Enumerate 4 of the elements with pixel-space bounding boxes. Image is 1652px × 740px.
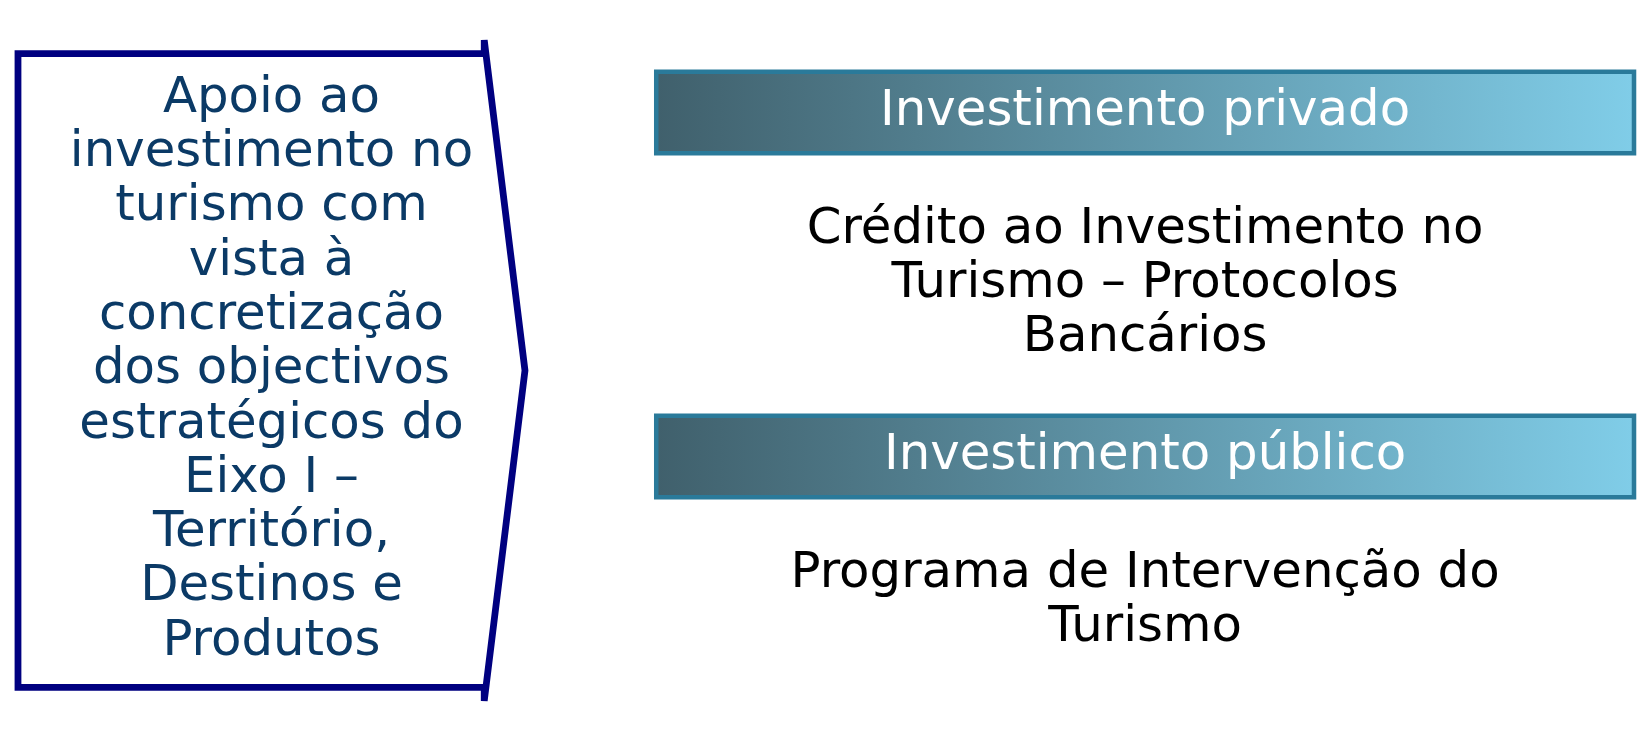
node-box: Investimento privado [654,68,1637,155]
node-label: Crédito ao Investimento no Turismo – Protocolos Bancários [806,196,1484,363]
node-box: Investimento público [654,413,1637,499]
node-label: Programa de Intervenção do Turismo [790,540,1500,653]
